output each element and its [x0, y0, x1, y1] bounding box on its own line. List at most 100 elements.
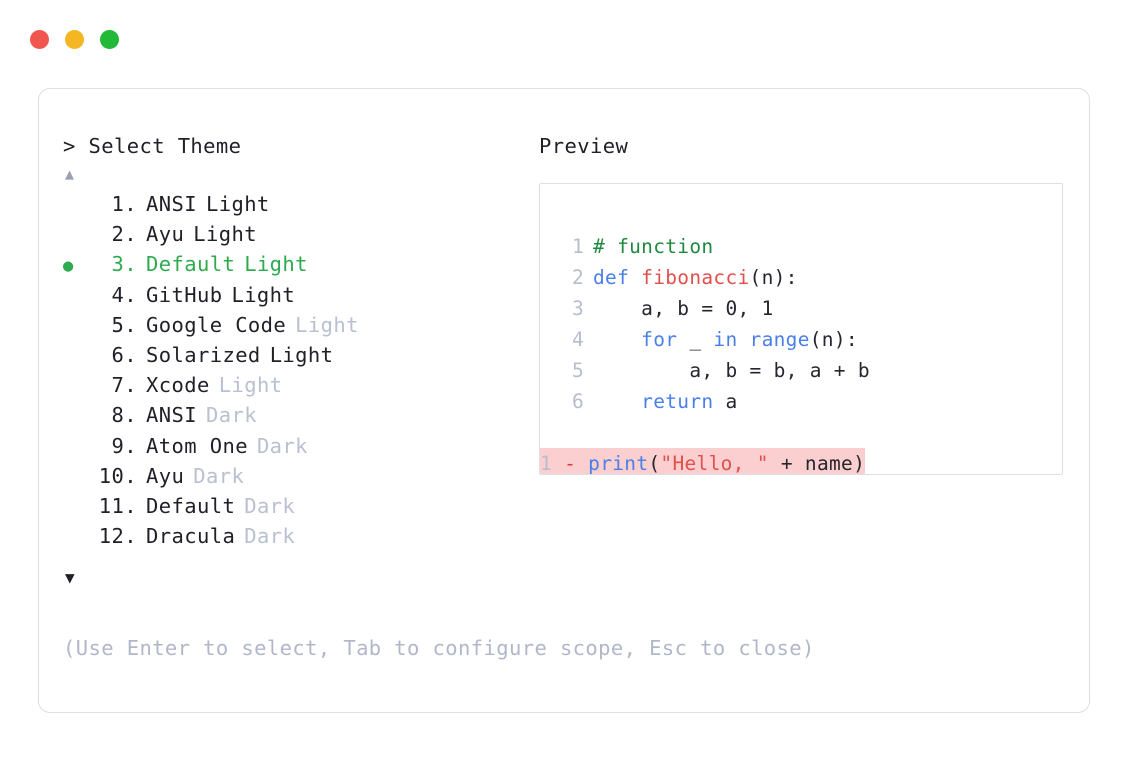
code-token-plain: (	[648, 452, 661, 475]
theme-item-number: 12.	[98, 524, 137, 549]
theme-item-number: 7.	[111, 373, 137, 398]
code-token-plain	[593, 390, 641, 413]
theme-item-name: Ayu	[146, 463, 185, 488]
code-line-text: a, b = 0, 1	[584, 293, 774, 324]
code-token-keyword: return	[641, 390, 714, 413]
theme-item-variant: Light	[295, 312, 359, 337]
theme-item-name: GitHub	[146, 282, 223, 307]
theme-item-variant: Light	[218, 373, 283, 398]
theme-item-variant: Dark	[193, 463, 245, 488]
close-button[interactable]	[30, 30, 49, 49]
theme-item-name: Default	[146, 493, 236, 518]
theme-item-variant: Dark	[256, 433, 308, 458]
theme-list-item[interactable]: 2. Ayu Light	[63, 219, 533, 249]
code-token-plain: a, b = 0, 1	[593, 297, 774, 320]
theme-item-name: ANSI	[146, 192, 197, 216]
preview-label: Preview	[539, 134, 629, 158]
theme-item-variant: Light	[269, 342, 334, 367]
theme-list-item[interactable]: 11. Default Dark	[63, 491, 533, 521]
page-title-text: Select Theme	[88, 134, 242, 158]
theme-list-item[interactable]: 7. Xcode Light	[63, 370, 533, 400]
code-token-plain	[593, 328, 641, 351]
code-token-plain: a, b = b, a + b	[593, 359, 870, 382]
diff-line-del: 1 - print("Hello, " + name)	[540, 448, 1062, 475]
page-title: > Select Theme	[63, 133, 533, 159]
code-line-text: def fibonacci(n):	[584, 262, 798, 293]
minimize-button[interactable]	[65, 30, 84, 49]
code-line: 5 a, b = b, a + b	[540, 355, 1062, 386]
prompt-caret-icon: >	[63, 134, 76, 158]
selected-bullet-icon: ●	[63, 256, 74, 277]
theme-item-name: Xcode	[146, 373, 210, 398]
code-token-plain: + name)	[768, 452, 866, 475]
theme-item-number: 4.	[111, 282, 137, 307]
theme-list-item[interactable]: 8. ANSI Dark	[63, 400, 533, 430]
code-token-keyword: in range	[713, 328, 810, 351]
theme-list-item[interactable]: 5. Google Code Light	[63, 310, 533, 340]
theme-item-name: Google Code	[146, 312, 287, 337]
theme-item-number: 10.	[98, 463, 137, 488]
theme-list-item[interactable]: 4. GitHub Light	[63, 280, 533, 310]
theme-list-item[interactable]: ● 3. Default Light	[63, 249, 533, 279]
theme-list-item[interactable]: 1. ANSI Light	[63, 189, 533, 219]
theme-item-name: Atom One	[146, 433, 248, 458]
theme-list-item[interactable]: 12. Dracula Dark	[63, 521, 533, 551]
theme-item-name: Default	[146, 252, 236, 277]
line-number: 3	[571, 297, 584, 320]
code-token-func: fibonacci	[641, 266, 750, 289]
code-line-text: a, b = b, a + b	[584, 355, 870, 386]
theme-item-number: 6.	[111, 342, 137, 367]
line-number: 6	[571, 390, 584, 413]
code-token-string: "Hello, "	[660, 452, 769, 475]
scroll-up-icon[interactable]: ▲	[65, 165, 75, 183]
theme-item-number: 5.	[111, 312, 137, 337]
code-token-plain: _	[677, 328, 714, 351]
theme-item-number: 1.	[111, 192, 137, 216]
code-token-keyword: print	[588, 452, 649, 475]
theme-item-variant: Dark	[244, 524, 296, 549]
theme-item-number: 9.	[111, 433, 137, 458]
theme-item-number: 8.	[111, 403, 137, 428]
code-token-plain: (n):	[749, 266, 798, 289]
line-number: 4	[571, 328, 584, 351]
line-number: 1	[571, 235, 584, 258]
theme-item-variant: Light	[205, 192, 270, 216]
theme-item-number: 2.	[111, 222, 137, 247]
theme-item-variant: Dark	[205, 403, 257, 428]
diff-highlight: 1 - print("Hello, " + name)	[540, 448, 866, 475]
theme-list-item[interactable]: 9. Atom One Dark	[63, 431, 533, 461]
code-line: 3 a, b = 0, 1	[540, 293, 1062, 324]
theme-item-variant: Light	[244, 252, 308, 277]
scroll-down-icon[interactable]: ▼	[65, 568, 75, 588]
code-line: 4 for _ in range(n):	[540, 324, 1062, 355]
theme-item-variant: Light	[193, 222, 257, 247]
code-token-keyword: def	[593, 266, 642, 289]
maximize-button[interactable]	[100, 30, 119, 49]
code-line-text: return a	[584, 386, 738, 417]
diff-marker: -	[552, 452, 589, 475]
theme-item-name: Ayu	[146, 222, 185, 247]
theme-item-name: ANSI	[146, 403, 197, 428]
code-token-plain: a	[713, 390, 738, 413]
keyboard-hint: (Use Enter to select, Tab to configure s…	[63, 636, 815, 660]
theme-item-number: 3.	[111, 252, 137, 277]
theme-item-variant: Light	[231, 282, 296, 307]
theme-list-item[interactable]: 10. Ayu Dark	[63, 461, 533, 491]
window-titlebar	[30, 30, 119, 49]
theme-item-variant: Dark	[244, 493, 296, 518]
theme-item-name: Dracula	[146, 524, 236, 549]
code-token-keyword: for	[641, 328, 678, 351]
theme-item-number: 11.	[98, 493, 137, 518]
code-line-text: for _ in range(n):	[584, 324, 858, 355]
code-spacer	[540, 417, 1062, 448]
code-token-comment: # function	[593, 235, 714, 258]
line-number: 5	[571, 359, 584, 382]
